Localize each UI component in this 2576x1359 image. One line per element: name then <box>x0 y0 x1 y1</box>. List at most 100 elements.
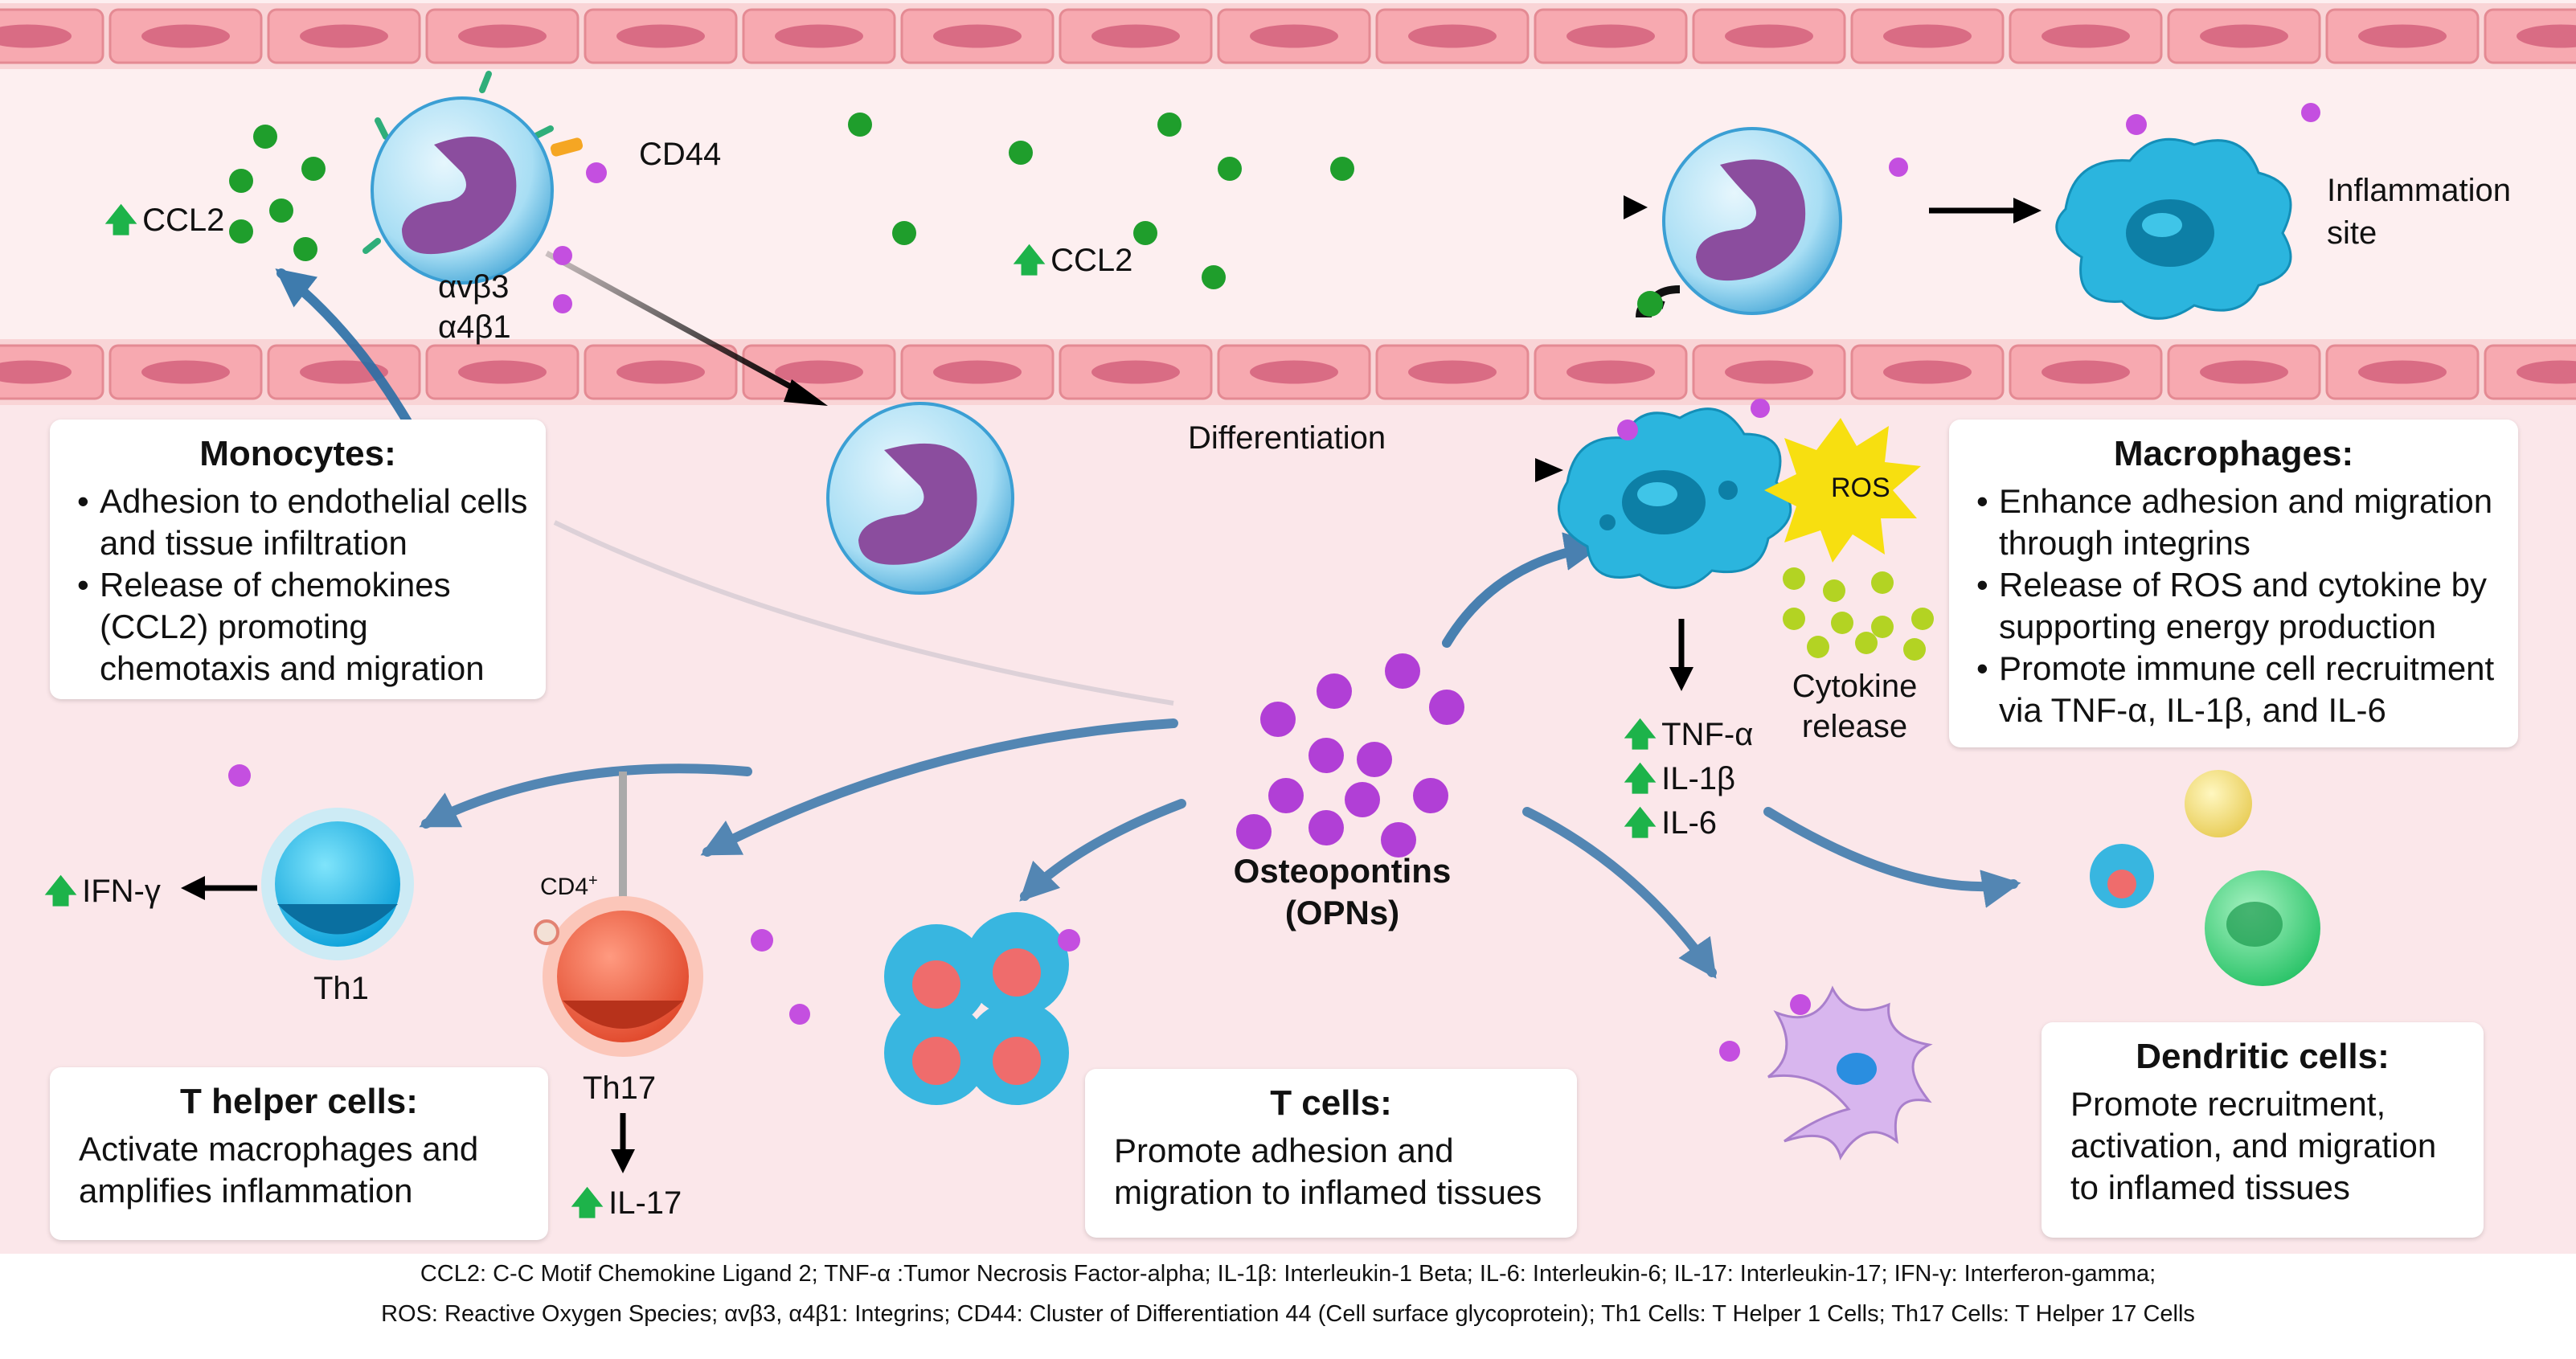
ccl2-chemokine-dots <box>229 113 1354 289</box>
ccl2-dot <box>1157 113 1182 137</box>
cytokine-release-label-2: release <box>1801 709 1908 744</box>
endothelial-nucleus <box>2200 24 2288 48</box>
arrow-to-immune-recruitment <box>1763 807 2021 908</box>
opn-dot <box>1236 814 1272 849</box>
dendritic-text: Promote recruitment, activation, and mig… <box>2070 1085 2437 1206</box>
opn-dot <box>1308 810 1344 845</box>
legend-line-1: CCL2: C-C Motif Chemokine Ligand 2; TNF-… <box>420 1261 2156 1287</box>
endothelial-nucleus <box>1250 360 1338 384</box>
arrow-opn-to-macrophage <box>1442 532 1603 648</box>
cytokine-dot <box>1871 571 1894 594</box>
ccl2-dot <box>301 157 326 181</box>
opn-dot <box>1260 702 1296 737</box>
up-arrow-icon: 🡅 <box>1624 717 1657 752</box>
dendritic-cell <box>1719 985 1933 1160</box>
ccl2-label-left: 🡅CCL2 <box>104 197 224 252</box>
ccl2-text: CCL2 <box>142 203 225 238</box>
ccl2-dot <box>1009 141 1033 165</box>
macrophages-item: Promote immune cell recruitment via TNF-… <box>1976 648 2502 731</box>
arrow-opn-to-th1 <box>419 763 752 829</box>
ccl2-dot <box>1330 157 1354 181</box>
t-cell-cluster <box>789 912 1080 1105</box>
integrin-a4b1-label: α4β1 <box>438 309 511 345</box>
monocytes-title: Monocytes: <box>199 434 396 473</box>
cytokine-dot <box>1807 636 1829 658</box>
cytokine-dot <box>1903 638 1926 661</box>
tnf-label: 🡅TNF-α <box>1624 717 1754 752</box>
arrowhead-infiltration <box>784 379 828 406</box>
up-arrow-icon: 🡅 <box>571 1185 604 1221</box>
opn-signaling-arrows <box>275 268 2021 979</box>
endothelial-nucleus <box>1250 24 1338 48</box>
t-cells-box: T cells: Promote adhesion and migration … <box>1085 1069 1577 1238</box>
ccl2-dot <box>1202 265 1226 289</box>
up-arrow-icon: 🡅 <box>1013 243 1046 278</box>
endothelial-nucleus <box>933 360 1022 384</box>
macrophages-item: Release of ROS and cytokine by supportin… <box>1976 564 2502 648</box>
dendritic-box: Dendritic cells: Promote recruitment, ac… <box>2042 1022 2484 1238</box>
ccl2-dot <box>1133 221 1157 245</box>
endothelial-nucleus <box>1566 360 1655 384</box>
arrowhead-cytokines <box>1669 667 1693 691</box>
dendritic-title: Dendritic cells: <box>2136 1037 2390 1076</box>
cytokine-dot <box>1831 612 1853 634</box>
legend-area <box>0 1254 2576 1359</box>
endothelial-nucleus <box>2517 360 2576 384</box>
cytokine-dot <box>1783 567 1805 590</box>
endothelial-nucleus <box>458 24 547 48</box>
th1-cell <box>228 764 414 960</box>
cytokine-dot <box>1911 608 1934 630</box>
abbreviation-legend: CCL2: C-C Motif Chemokine Ligand 2; TNF-… <box>0 1254 2576 1334</box>
endothelial-layer-middle <box>0 339 2576 405</box>
endothelial-nucleus <box>1566 24 1655 48</box>
th17-label: Th17 <box>583 1070 657 1106</box>
endothelial-nucleus <box>1091 360 1180 384</box>
monocyte-infiltrated <box>826 402 1014 595</box>
cytokine-dots <box>1783 567 1934 661</box>
monocyte-adhering <box>1636 127 1908 318</box>
endothelial-nucleus <box>0 360 72 384</box>
ccl2-dot <box>253 125 277 149</box>
differentiation-label: Differentiation <box>1188 420 1386 456</box>
endothelial-nucleus <box>2517 24 2576 48</box>
arrowhead-inflammation <box>2013 198 2042 223</box>
endothelial-nucleus <box>141 24 230 48</box>
endothelial-nucleus <box>1091 24 1180 48</box>
monocyte-circulating <box>362 71 607 313</box>
cytokine-dot <box>1855 632 1878 654</box>
endothelial-nucleus <box>616 24 705 48</box>
ccl2-dot <box>892 221 916 245</box>
cytokine-dot <box>1783 608 1805 630</box>
ccl2-label-center: 🡅CCL2 <box>1013 237 1132 292</box>
t-cells-title: T cells: <box>1270 1083 1392 1123</box>
ros-star <box>1764 418 1921 563</box>
opn-dot <box>1317 673 1352 709</box>
arrowhead-ifn <box>181 876 205 900</box>
inflammation-site-label: Inflammation <box>2327 173 2511 208</box>
up-arrow-icon: 🡅 <box>104 203 138 238</box>
endothelial-nucleus <box>775 24 863 48</box>
ccl2-text: CCL2 <box>1050 243 1133 278</box>
ccl2-dot <box>848 113 872 137</box>
endothelial-nucleus <box>775 360 863 384</box>
monocytes-list: Adhesion to endothelial cells and tissue… <box>50 481 546 690</box>
ccl2-dot <box>269 199 293 223</box>
t-helper-box: T helper cells: Activate macrophages and… <box>50 1067 548 1240</box>
endothelial-nucleus <box>616 360 705 384</box>
opn-dot <box>1413 778 1448 813</box>
osteopontin-dots <box>1236 653 1464 858</box>
inflammation-site-label-2: site <box>2327 215 2377 251</box>
endothelial-nucleus <box>458 360 547 384</box>
t-helper-text: Activate macrophages and amplifies infla… <box>79 1130 479 1210</box>
th17-cell <box>534 772 773 1057</box>
cytokine-dot <box>1871 616 1894 638</box>
osteopontins-label: Osteopontins <box>1233 852 1452 890</box>
arrowhead-extravasation <box>1624 195 1648 219</box>
arrowhead-differentiation <box>1535 458 1563 482</box>
ccl2-dot <box>229 219 253 244</box>
endothelial-nucleus <box>1408 24 1497 48</box>
recruited-immune-cells <box>2090 770 2320 986</box>
cd4-label: CD4+ <box>540 872 598 900</box>
opn-dot <box>1357 742 1392 777</box>
arrow-ccl2-chemotaxis <box>275 268 415 431</box>
